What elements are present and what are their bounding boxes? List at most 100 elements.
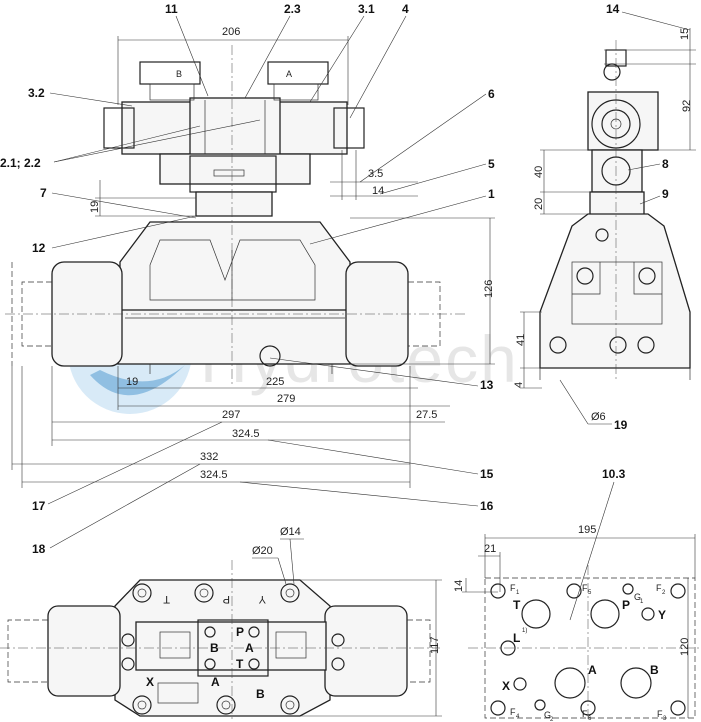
bottom-end-cap-right xyxy=(324,605,408,697)
plug-connector-a xyxy=(267,61,329,85)
pattern-port-b: B xyxy=(650,663,659,677)
callout-2-3: 2.3 xyxy=(284,2,301,16)
label-G2: G xyxy=(544,710,551,720)
callouts: 11 2.3 3.1 4 14 3.2 6 2.1; 2.2 5 8 7 9 1… xyxy=(0,2,691,621)
dim-117: 117 xyxy=(429,636,441,654)
svg-text:4: 4 xyxy=(516,714,520,720)
bottom-port-a: A xyxy=(211,675,220,689)
dim-27-5: 27.5 xyxy=(416,409,437,421)
label-F4: F xyxy=(510,707,516,717)
side-view-dimensions: 15 92 40 20 41 4 Ø6 xyxy=(513,28,696,425)
dim-297: 297 xyxy=(222,409,240,421)
front-view: B A xyxy=(5,45,465,385)
dim-14: 14 xyxy=(372,185,384,197)
intermediate-plate xyxy=(195,191,273,217)
dim-332: 332 xyxy=(200,451,218,463)
pattern-port-y: Y xyxy=(658,608,666,622)
solenoid-a-label: A xyxy=(286,69,292,79)
main-valve-body xyxy=(117,309,351,365)
dim-206: 206 xyxy=(222,26,240,38)
dim-3-5: 3.5 xyxy=(368,168,383,180)
plug-connector-b xyxy=(139,61,201,85)
bottom-port-x: X xyxy=(146,675,154,689)
bottom-port-y: Y xyxy=(258,593,266,605)
solenoid-b-label: B xyxy=(176,69,182,79)
solenoid-nut-left xyxy=(103,107,135,149)
side-main-body xyxy=(539,213,691,369)
callout-6: 6 xyxy=(488,87,495,101)
callout-16: 16 xyxy=(480,499,494,513)
label-F5: F xyxy=(582,583,588,593)
callout-13: 13 xyxy=(480,378,494,392)
label-F6: F xyxy=(582,709,588,719)
callout-18: 18 xyxy=(32,542,46,556)
front-view-dimensions: 206 3.5 14 19 126 19 225 279 297 27.5 32… xyxy=(11,26,495,488)
callout-14: 14 xyxy=(606,2,620,16)
callout-7: 7 xyxy=(40,186,47,200)
dim-14-pattern: 14 xyxy=(453,580,465,592)
dim-dia-6: Ø6 xyxy=(591,411,606,423)
bottom-pilot-outline xyxy=(135,621,327,671)
bottom-port-b: B xyxy=(256,687,265,701)
callout-10-3: 10.3 xyxy=(602,467,626,481)
dim-92: 92 xyxy=(681,100,693,112)
dim-19: 19 xyxy=(126,376,138,388)
dim-15: 15 xyxy=(679,28,691,40)
dim-dia-20: Ø20 xyxy=(252,545,273,557)
callout-8: 8 xyxy=(662,157,669,171)
dim-21: 21 xyxy=(484,543,496,555)
pilot-center-block xyxy=(189,97,281,157)
dim-41: 41 xyxy=(515,334,527,346)
porting-pattern-outline xyxy=(484,577,696,719)
callout-4: 4 xyxy=(402,2,409,16)
pattern-port-a: A xyxy=(588,663,597,677)
callout-3-1: 3.1 xyxy=(358,2,375,16)
dim-120: 120 xyxy=(679,638,691,656)
callout-2-1-2-2: 2.1; 2.2 xyxy=(0,156,41,170)
dim-dia-14: Ø14 xyxy=(280,526,301,538)
side-adapter xyxy=(591,149,643,193)
dim-19-vertical: 19 xyxy=(89,201,101,213)
svg-text:1: 1 xyxy=(640,599,644,605)
pilot-port-a: A xyxy=(245,641,254,655)
callout-17: 17 xyxy=(32,499,46,513)
pilot-port-b: B xyxy=(210,641,219,655)
dim-195: 195 xyxy=(578,524,596,536)
solenoid-nut-right xyxy=(333,107,365,149)
bottom-view: T P Y X A B P B A T xyxy=(0,560,440,722)
dim-279: 279 xyxy=(277,393,295,405)
callout-3-2: 3.2 xyxy=(28,86,45,100)
svg-text:1: 1 xyxy=(516,590,520,596)
callout-15: 15 xyxy=(480,467,494,481)
dim-324-5-lower: 324.5 xyxy=(200,469,228,481)
label-F3: F xyxy=(657,709,663,719)
pilot-port-p: P xyxy=(236,625,244,639)
bottom-view-dimensions: 117 Ø14 Ø20 xyxy=(252,526,442,717)
dim-126: 126 xyxy=(483,280,495,298)
callout-5: 5 xyxy=(488,157,495,171)
pattern-port-x: X xyxy=(502,679,510,693)
svg-text:5: 5 xyxy=(588,590,592,596)
callout-1: 1 xyxy=(488,187,495,201)
pattern-port-t: T xyxy=(513,598,521,612)
pilot-port-t: T xyxy=(236,657,244,671)
dim-20: 20 xyxy=(533,198,545,210)
label-G1: G xyxy=(634,592,641,602)
dim-40: 40 xyxy=(533,166,545,178)
svg-text:6: 6 xyxy=(588,716,592,722)
bottom-port-p: P xyxy=(223,593,230,605)
svg-text:3: 3 xyxy=(663,716,667,722)
porting-pattern: F 1 F 2 F 3 F 4 F 5 F 6 G 1 G 2 T P Y L … xyxy=(468,565,701,722)
svg-text:1): 1) xyxy=(522,628,527,634)
pattern-port-l: L xyxy=(513,631,520,645)
label-F1: F xyxy=(510,583,516,593)
side-view xyxy=(539,40,691,380)
bottom-port-t: T xyxy=(163,593,170,605)
svg-text:2: 2 xyxy=(662,590,666,596)
pilot-base-plate xyxy=(159,153,311,185)
label-F2: F xyxy=(656,583,662,593)
bottom-end-cap-left xyxy=(47,605,121,697)
dim-4: 4 xyxy=(513,382,525,388)
callout-19: 19 xyxy=(614,418,628,432)
